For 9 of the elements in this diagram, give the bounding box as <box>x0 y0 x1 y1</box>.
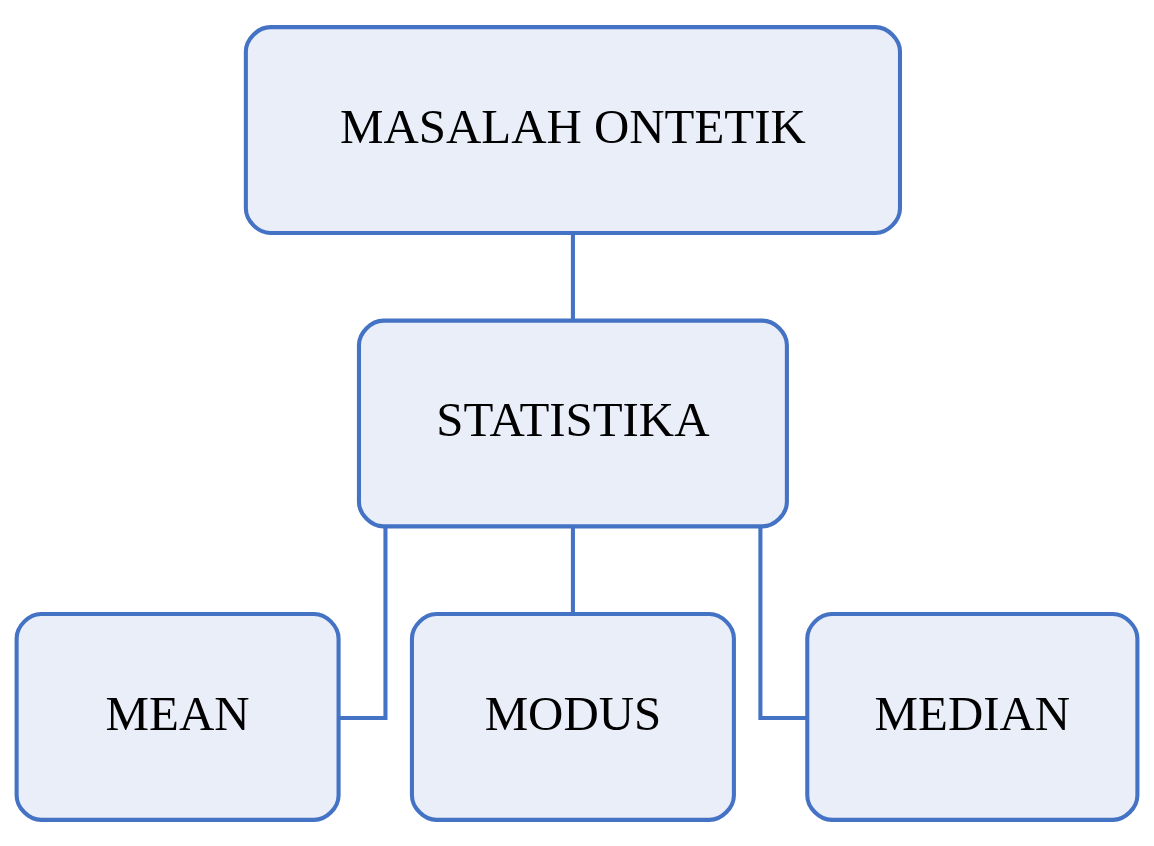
node-box: MASALAH ONTETIK <box>243 24 903 235</box>
connector <box>758 526 807 720</box>
connector <box>338 526 388 720</box>
connector <box>570 233 575 320</box>
node-box: STATISTIKA <box>356 318 789 528</box>
connector <box>570 526 575 613</box>
node-box: MEDIAN <box>805 611 1140 822</box>
node-box: MODUS <box>409 611 736 822</box>
node-box: MEAN <box>14 611 341 822</box>
